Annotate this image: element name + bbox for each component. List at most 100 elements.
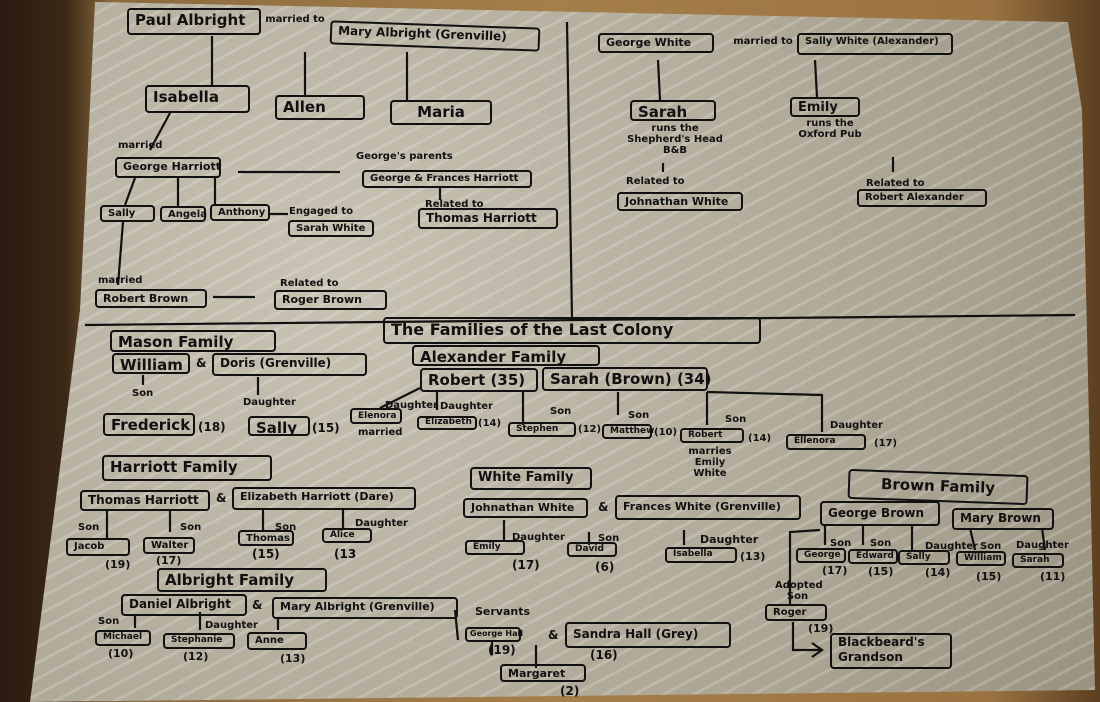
age-label: (6): [595, 560, 615, 574]
related-to-label-2: Related to: [280, 278, 339, 289]
person-george-white: George White: [598, 33, 714, 53]
person-george-jr: George: [796, 548, 846, 563]
person-thomas-harriott: Thomas Harriott: [418, 208, 558, 229]
harriott-family-heading: Harriott Family: [102, 455, 272, 481]
person-allen: Allen: [275, 95, 365, 120]
person-sally: Sally: [100, 205, 155, 222]
daughter-label: Daughter: [512, 532, 565, 543]
person-frederick: Frederick: [103, 413, 195, 436]
age-label: (19): [808, 622, 834, 635]
person-sandra-hall-grey: Sandra Hall (Grey): [565, 622, 731, 648]
age-label: (14): [748, 433, 772, 444]
person-robert-jr: Robert: [680, 428, 744, 443]
person-doris-grenville: Doris (Grenville): [212, 353, 367, 376]
married-to-label-2: married to: [733, 36, 793, 47]
son-label: Son: [628, 410, 650, 421]
person-sally-brown: Sally: [898, 550, 950, 565]
engaged-to-label: Engaged to: [289, 206, 354, 217]
adopted-son-label: Adopted Son: [775, 580, 823, 602]
person-ellenora: Ellenora: [786, 434, 866, 450]
son-label: Son: [725, 414, 747, 425]
person-jacob: Jacob: [66, 538, 130, 556]
albright-family-heading: Albright Family: [157, 568, 327, 592]
person-stephanie: Stephanie: [163, 633, 235, 649]
daughter-label: Daughter: [440, 401, 493, 412]
age-label: (17): [156, 554, 182, 567]
daughter-label: Daughter: [700, 533, 759, 546]
and-symbol: &: [548, 628, 559, 642]
person-sarah-white: Sarah White: [288, 220, 374, 237]
son-label: Son: [180, 522, 202, 533]
person-angela: Angela: [160, 206, 207, 222]
person-emily: Emily: [790, 97, 860, 117]
sarah-note: runs the Shepherd's Head B&B: [627, 123, 723, 156]
age-label: (12): [578, 424, 602, 435]
person-edward: Edward: [848, 549, 898, 564]
age-label: (14): [478, 418, 502, 429]
daughter-label: Daughter: [355, 518, 408, 529]
age-label: (2): [560, 684, 580, 698]
age-label: (15): [868, 565, 894, 578]
marriage-note: marries Emily White: [688, 446, 732, 479]
servants-label: Servants: [475, 605, 531, 618]
age-label: (15): [976, 570, 1002, 583]
daughter-label: Daughter: [830, 420, 883, 431]
married-note: married: [358, 427, 403, 438]
person-thomas-jr: Thomas: [238, 530, 294, 546]
person-emily-white: Emily: [465, 540, 525, 555]
person-robert-alexander: Robert Alexander: [857, 189, 987, 207]
son-label: Son: [98, 616, 120, 627]
age-label: (15): [252, 547, 280, 561]
age-label: (17): [512, 558, 540, 572]
person-george-frances-harriott: George & Frances Harriott: [362, 170, 532, 188]
mason-family-heading: Mason Family: [110, 330, 276, 352]
person-alice: Alice: [322, 528, 372, 543]
age-label: (19): [105, 558, 131, 571]
alexander-family-heading: Alexander Family: [412, 345, 600, 366]
son-label: Son: [870, 538, 892, 549]
and-symbol: &: [252, 598, 263, 612]
person-robert-alexander-35: Robert (35): [420, 368, 538, 392]
person-robert-brown: Robert Brown: [95, 289, 207, 308]
related-to-label: Related to: [425, 199, 484, 210]
daughter-label: Daughter: [1016, 540, 1069, 551]
white-family-heading: White Family: [470, 467, 592, 490]
person-daniel-albright: Daniel Albright: [121, 594, 247, 616]
age-label: (18): [198, 420, 226, 434]
person-stephen: Stephen: [508, 422, 576, 437]
daughter-label: Daughter: [243, 397, 296, 408]
age-label: (17): [874, 438, 898, 449]
son-label: Son: [830, 538, 852, 549]
age-label: (13: [334, 547, 357, 561]
son-label: Son: [598, 533, 620, 544]
person-paul-albright: Paul Albright: [127, 8, 261, 35]
age-label: (13): [280, 652, 306, 665]
person-william-brown: William: [956, 551, 1006, 566]
person-george-hall: George Hall: [465, 627, 523, 642]
person-johnathan-white-father: Johnathan White: [463, 498, 588, 518]
and-symbol: &: [216, 491, 227, 505]
brown-family-heading: Brown Family: [847, 468, 1029, 506]
age-label: (15): [312, 421, 340, 435]
person-mary-brown: Mary Brown: [952, 508, 1054, 530]
person-anthony: Anthony: [210, 204, 270, 221]
person-isabella: Isabella: [145, 85, 250, 113]
georges-parents-label: George's parents: [356, 151, 453, 162]
person-margaret: Margaret: [500, 664, 586, 682]
person-anne: Anne: [247, 632, 307, 650]
age-label: (14): [925, 566, 951, 579]
age-label: (10): [108, 647, 134, 660]
age-label: (10): [654, 427, 678, 438]
person-roger: Roger: [765, 604, 827, 621]
emily-note: runs the Oxford Pub: [798, 118, 862, 140]
age-label: (13): [740, 550, 766, 563]
person-sally-white-alexander: Sally White (Alexander): [797, 33, 953, 55]
son-label: Son: [275, 522, 297, 533]
page-title: The Families of the Last Colony: [383, 317, 761, 344]
person-sarah-brown-34: Sarah (Brown) (34): [542, 367, 712, 391]
person-frances-white-grenville: Frances White (Grenville): [615, 495, 801, 520]
person-george-brown: George Brown: [820, 501, 940, 526]
and-symbol: &: [196, 356, 207, 370]
